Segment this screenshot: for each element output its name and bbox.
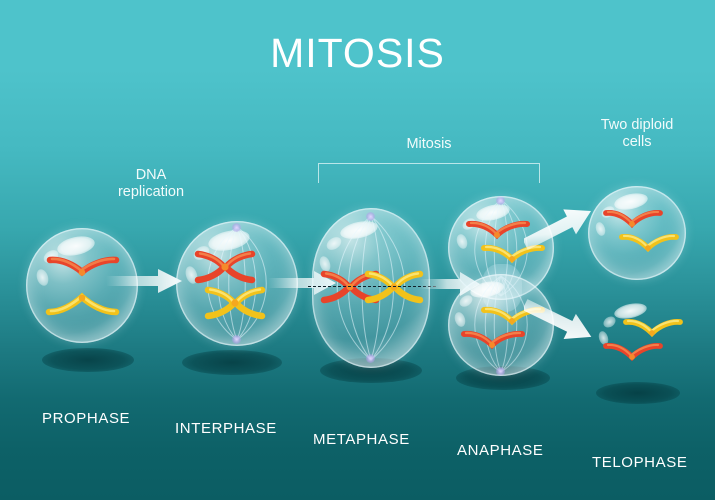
chromosome-yellow-telophase-bottom [623,318,683,338]
spindle-pole-bottom [366,354,375,363]
chromosome-yellow-interphase [204,286,266,320]
cell-telophase-top [588,186,686,280]
highlight-secondary [457,292,475,310]
highlight-primary [612,300,649,322]
spindle-pole-top [366,212,375,221]
phase-label-anaphase: ANAPHASE [457,442,544,459]
highlight-primary [55,233,97,259]
shadow-prophase [42,348,134,372]
highlight-tertiary [454,232,470,251]
chromosome-red-anaphase-bottom [461,330,525,350]
annotation-two-diploid-cells: Two diploid cells [600,117,674,150]
annotation-dna-replication: DNA replication [117,167,185,200]
chromosome-red-interphase [194,250,256,284]
chromosome-yellow-prophase [45,292,120,316]
spindle-pole-bottom [496,367,505,376]
highlight-primary [468,278,506,301]
chromosome-red-anaphase-top [466,220,530,240]
page-title: MITOSIS [270,30,445,76]
highlight-primary [474,201,512,224]
highlight-tertiary [597,329,610,347]
highlight-secondary [460,215,478,233]
phase-label-metaphase: METAPHASE [313,431,410,448]
annotation-mitosis: Mitosis [406,136,452,152]
spindle-fibres-bottom [474,275,528,373]
daughter-cell-bottom [448,274,554,376]
chromosome-red-telophase-bottom [603,342,663,362]
chromosome-yellow-anaphase-top [481,244,545,264]
highlight-primary [206,226,252,255]
spindle-pole-bottom [232,335,241,344]
spindle-pole-top [232,223,241,232]
highlight-primary [612,190,650,213]
phase-label-prophase: PROPHASE [42,410,131,427]
chromosome-yellow-telophase-top [619,233,679,253]
spindle-pole-top [496,196,505,205]
phase-label-interphase: INTERPHASE [175,420,277,437]
chromosome-yellow-anaphase-bottom [481,306,545,326]
shadow-interphase [182,350,282,375]
highlight-tertiary [452,310,468,329]
mitosis-bracket [318,163,540,183]
highlight-tertiary [34,267,51,288]
phase-label-telophase: TELOPHASE [592,454,688,471]
highlight-secondary [41,247,61,266]
cell-interphase [176,221,298,346]
highlight-secondary [599,203,617,221]
cell-membrane [312,208,430,368]
cell-anaphase [446,196,558,376]
chromosome-red-telophase-top [603,209,663,229]
highlight-secondary [601,314,618,330]
highlight-tertiary [594,220,607,238]
highlight-tertiary [183,264,200,286]
cell-metaphase [312,208,430,368]
spindle-fibres-interphase [207,226,267,341]
highlight-secondary [191,243,212,263]
chromosome-red-prophase [46,256,120,277]
shadow-telophase-bottom [596,382,680,404]
cell-prophase [26,228,138,343]
